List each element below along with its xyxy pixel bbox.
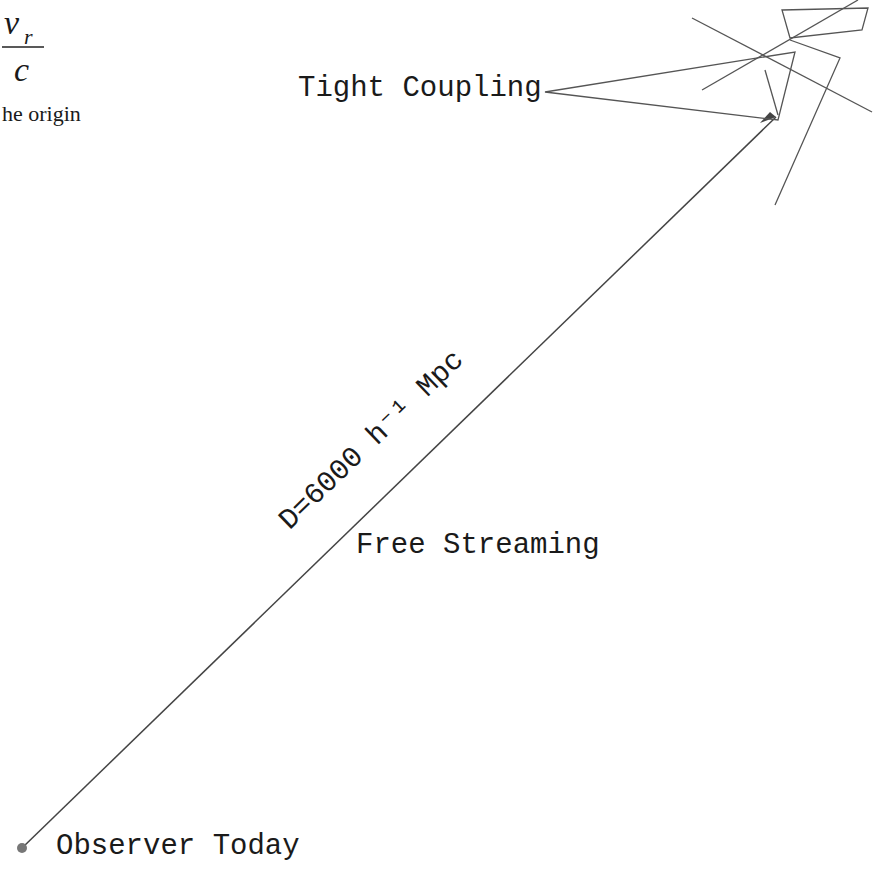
sight-line — [22, 117, 776, 848]
region-label: Tight Coupling — [298, 74, 542, 103]
scatter-star — [545, 0, 872, 205]
region-label: Free Streaming — [356, 531, 600, 560]
note-text: he origin — [2, 103, 81, 125]
observer-label: Observer Today — [56, 832, 300, 861]
variable-symbol: v — [4, 6, 19, 40]
subscript-symbol: r — [24, 26, 33, 48]
distance-label: D=6000 h⁻¹ Mpc — [274, 345, 469, 535]
observer-dot — [17, 843, 27, 853]
fraction-bar — [2, 46, 44, 48]
variable-symbol: c — [14, 53, 29, 87]
